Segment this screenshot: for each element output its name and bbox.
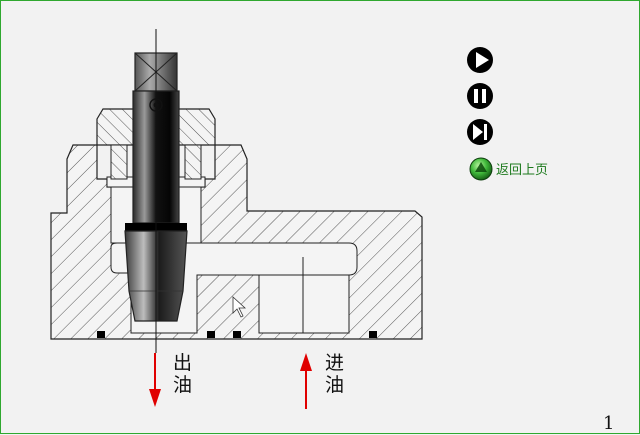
seal xyxy=(369,331,377,338)
play-icon xyxy=(476,52,489,68)
outlet-arrow xyxy=(149,353,161,407)
seal xyxy=(207,331,215,338)
mouse-cursor-icon xyxy=(232,296,247,318)
return-button[interactable]: 返回上页 xyxy=(469,157,548,181)
outlet-label-char2: 油 xyxy=(173,374,192,396)
pause-button[interactable] xyxy=(467,83,493,109)
seal xyxy=(97,331,105,338)
pause-icon xyxy=(474,89,486,103)
inlet-arrow xyxy=(300,353,312,409)
inlet-label-char2: 油 xyxy=(325,374,344,396)
return-label: 返回上页 xyxy=(496,163,548,178)
play-button[interactable] xyxy=(467,47,493,73)
seal xyxy=(233,331,241,338)
inlet-label-char1: 进 xyxy=(325,352,344,374)
skip-next-icon xyxy=(473,124,487,140)
outlet-label-char1: 出 xyxy=(173,352,192,374)
inlet-passage xyxy=(258,274,350,334)
skip-next-button[interactable] xyxy=(467,119,493,145)
page-number: 1 xyxy=(603,413,614,434)
